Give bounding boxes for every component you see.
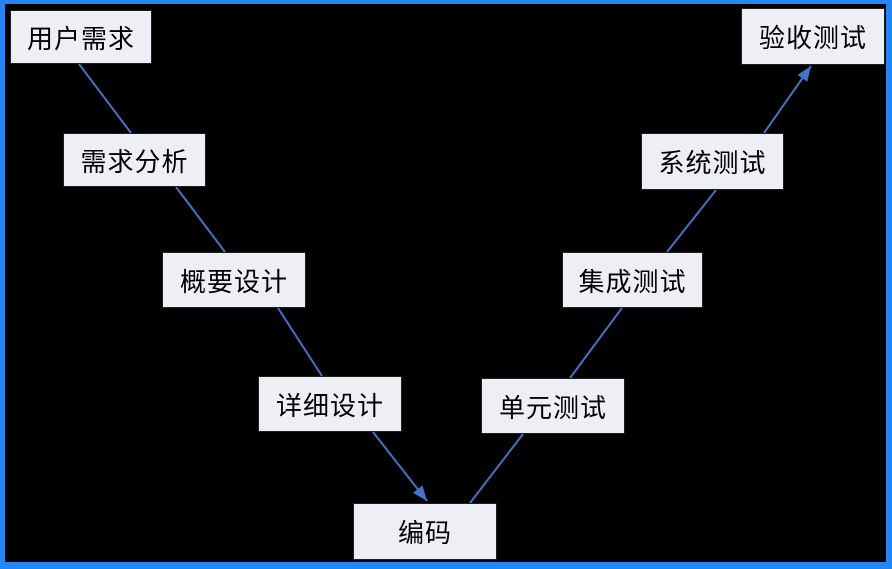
node-system-testing: 系统测试 — [641, 133, 784, 190]
node-unit-testing: 单元测试 — [481, 378, 625, 434]
connector-user-requirements-to-requirements-analysis — [78, 63, 132, 134]
connector-system-testing-to-acceptance-testing — [763, 65, 812, 134]
connector-detailed-design-to-coding — [372, 431, 428, 502]
connector-coding-to-unit-testing — [469, 433, 524, 504]
node-requirements-analysis: 需求分析 — [63, 133, 206, 187]
node-coding: 编码 — [353, 503, 497, 560]
connector-unit-testing-to-integration-testing — [569, 307, 623, 379]
connector-integration-testing-to-system-testing — [666, 189, 717, 253]
node-integration-testing: 集成测试 — [562, 252, 703, 308]
connector-requirements-analysis-to-preliminary-design — [175, 186, 226, 253]
connector-preliminary-design-to-detailed-design — [277, 307, 323, 377]
node-detailed-design: 详细设计 — [258, 376, 402, 432]
node-preliminary-design: 概要设计 — [162, 252, 306, 308]
node-user-requirements: 用户需求 — [10, 10, 152, 64]
node-acceptance-testing: 验收测试 — [741, 8, 885, 65]
